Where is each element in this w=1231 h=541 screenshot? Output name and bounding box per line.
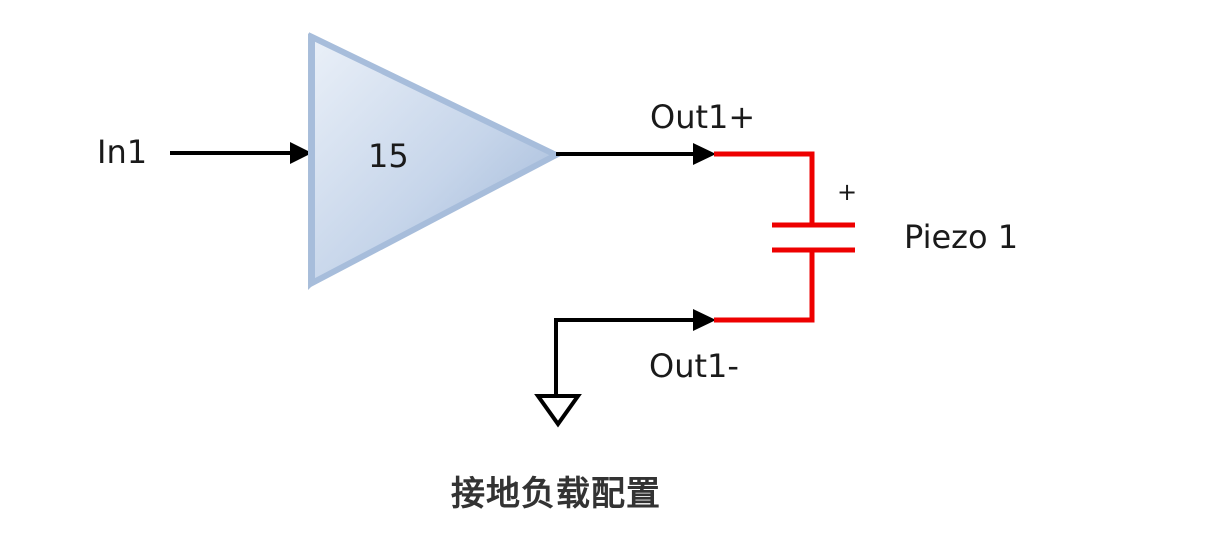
output-negative-wire (554, 309, 716, 396)
amplifier-triangle (308, 32, 563, 290)
output-positive-label: Out1+ (650, 98, 755, 136)
piezo-load (714, 151, 855, 323)
diagram-caption: 接地负载配置 (451, 474, 661, 514)
load-label: Piezo 1 (904, 218, 1018, 256)
input-arrow-icon (290, 142, 312, 164)
output-negative-label: Out1- (649, 347, 739, 385)
input-wire (170, 142, 312, 164)
input-label: In1 (97, 133, 147, 171)
gain-value: 15 (368, 137, 409, 175)
output-negative-arrow-icon (693, 309, 716, 331)
ground-icon (534, 394, 582, 428)
output-positive-arrow-icon (693, 143, 716, 165)
output-positive-wire (556, 143, 716, 165)
capacitor-polarity-mark: + (837, 178, 857, 206)
